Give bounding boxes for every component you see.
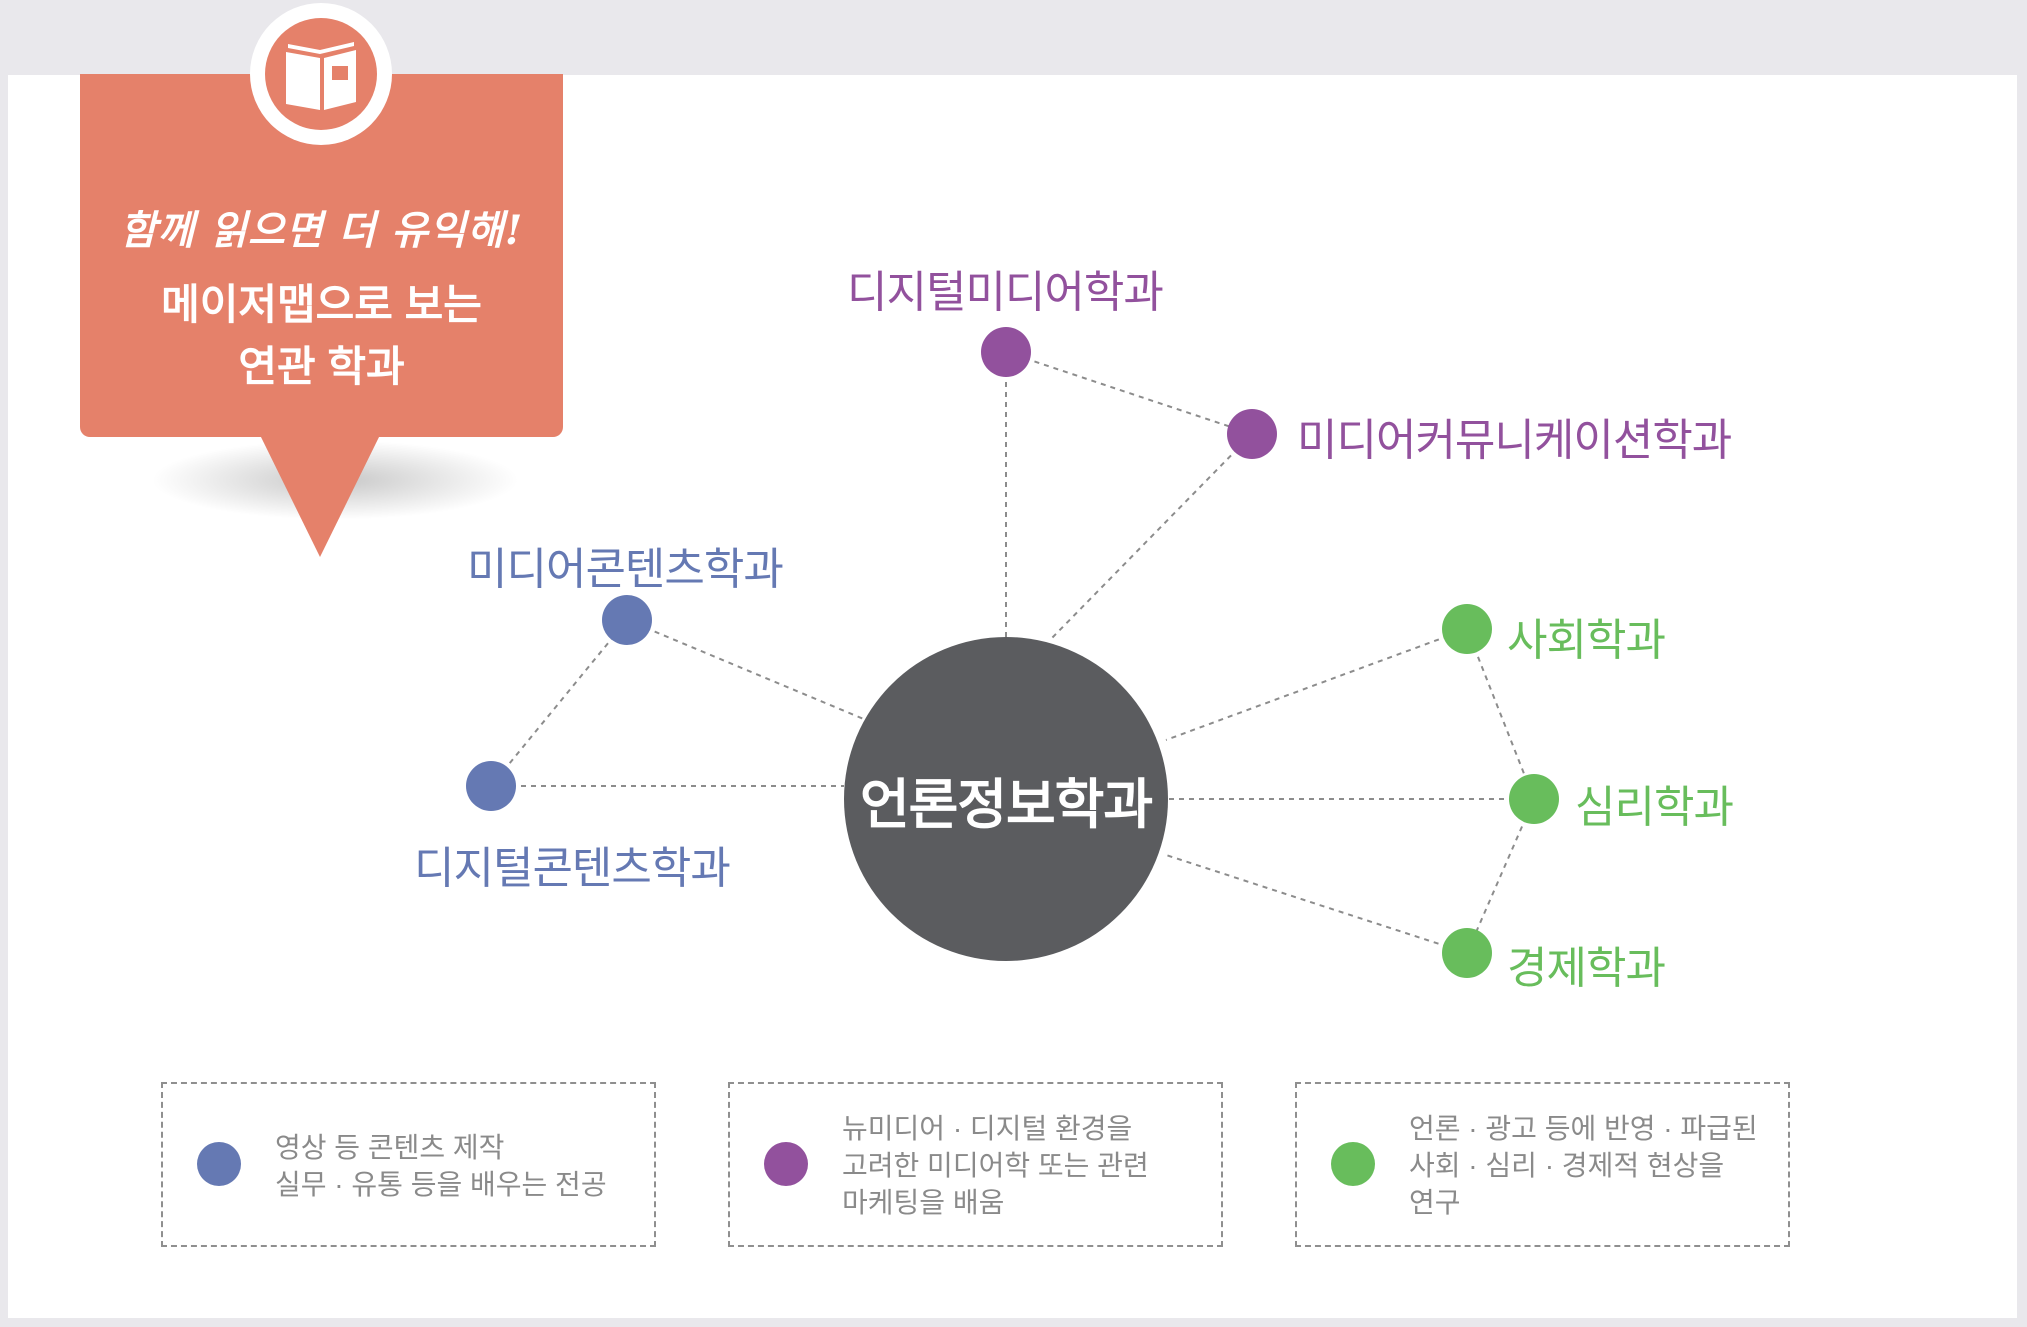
node-media-contents-label: 미디어콘텐츠학과 xyxy=(467,545,784,594)
legend-purple-line-3: 마케팅을 배움 xyxy=(842,1187,1005,1218)
legend-blue: 영상 등 콘텐츠 제작 실무 · 유통 등을 배우는 전공 xyxy=(161,1082,656,1247)
badge-icon-circle xyxy=(265,18,377,130)
node-media-contents-dot xyxy=(602,595,652,645)
connector-sociology-psychology xyxy=(1466,628,1535,800)
legend-green-dot xyxy=(1331,1142,1375,1186)
legend-blue-line-1: 영상 등 콘텐츠 제작 xyxy=(275,1132,505,1163)
badge-tagline: 함께 읽으면 더 유익해! xyxy=(119,207,524,254)
connector-psychology-economics xyxy=(1466,798,1535,954)
book-icon xyxy=(286,42,356,110)
node-media-communication-dot xyxy=(1227,409,1277,459)
legend-purple-line-1: 뉴미디어 · 디지털 환경을 xyxy=(842,1113,1133,1144)
legend-purple-text: 뉴미디어 · 디지털 환경을 고려한 미디어학 또는 관련 마케팅을 배움 xyxy=(842,1110,1149,1221)
connector-media-contents xyxy=(626,619,867,721)
node-digital-media-dot xyxy=(981,327,1031,377)
node-digital-contents-dot xyxy=(466,761,516,811)
node-sociology-dot xyxy=(1442,604,1492,654)
legend-purple-line-2: 고려한 미디어학 또는 관련 xyxy=(842,1150,1149,1181)
connector-sociology xyxy=(1165,628,1468,741)
legend-blue-line-2: 실무 · 유통 등을 배우는 전공 xyxy=(275,1169,607,1200)
badge-title-line-1: 메이저맵으로 보는 xyxy=(161,281,482,328)
connector-media-contents-digital-contents xyxy=(490,619,628,787)
legend-green-line-2: 사회 · 심리 · 경제적 현상을 xyxy=(1409,1150,1725,1181)
legend-green: 언론 · 광고 등에 반영 · 파급된 사회 · 심리 · 경제적 현상을 연구 xyxy=(1295,1082,1790,1247)
node-sociology-label: 사회학과 xyxy=(1507,616,1666,665)
legend-blue-dot xyxy=(197,1142,241,1186)
node-psychology-dot xyxy=(1509,774,1559,824)
node-economics-dot xyxy=(1442,928,1492,978)
node-economics-label: 경제학과 xyxy=(1507,944,1666,993)
legend-blue-text: 영상 등 콘텐츠 제작 실무 · 유통 등을 배우는 전공 xyxy=(275,1129,607,1203)
badge-title: 메이저맵으로 보는 연관 학과 xyxy=(80,274,563,398)
connector-digital-media-media-communication xyxy=(1005,351,1253,435)
node-psychology-label: 심리학과 xyxy=(1575,783,1734,832)
badge-title-line-2: 연관 학과 xyxy=(238,343,405,390)
center-node-label: 언론정보학과 xyxy=(859,774,1153,835)
legend-purple-dot xyxy=(764,1142,808,1186)
connector-economics xyxy=(1165,854,1468,954)
node-digital-media-label: 디지털미디어학과 xyxy=(847,268,1164,317)
legend-green-text: 언론 · 광고 등에 반영 · 파급된 사회 · 심리 · 경제적 현상을 연구 xyxy=(1409,1110,1758,1221)
node-digital-contents-label: 디지털콘텐츠학과 xyxy=(414,844,731,893)
legend-purple: 뉴미디어 · 디지털 환경을 고려한 미디어학 또는 관련 마케팅을 배움 xyxy=(728,1082,1223,1247)
connector-media-communication xyxy=(1049,433,1253,641)
legend-green-line-3: 연구 xyxy=(1409,1187,1461,1218)
center-node: 언론정보학과 xyxy=(844,637,1168,961)
node-media-communication-label: 미디어커뮤니케이션학과 xyxy=(1297,416,1732,465)
badge-pointer xyxy=(260,435,380,557)
legend-green-line-1: 언론 · 광고 등에 반영 · 파급된 xyxy=(1409,1113,1758,1144)
